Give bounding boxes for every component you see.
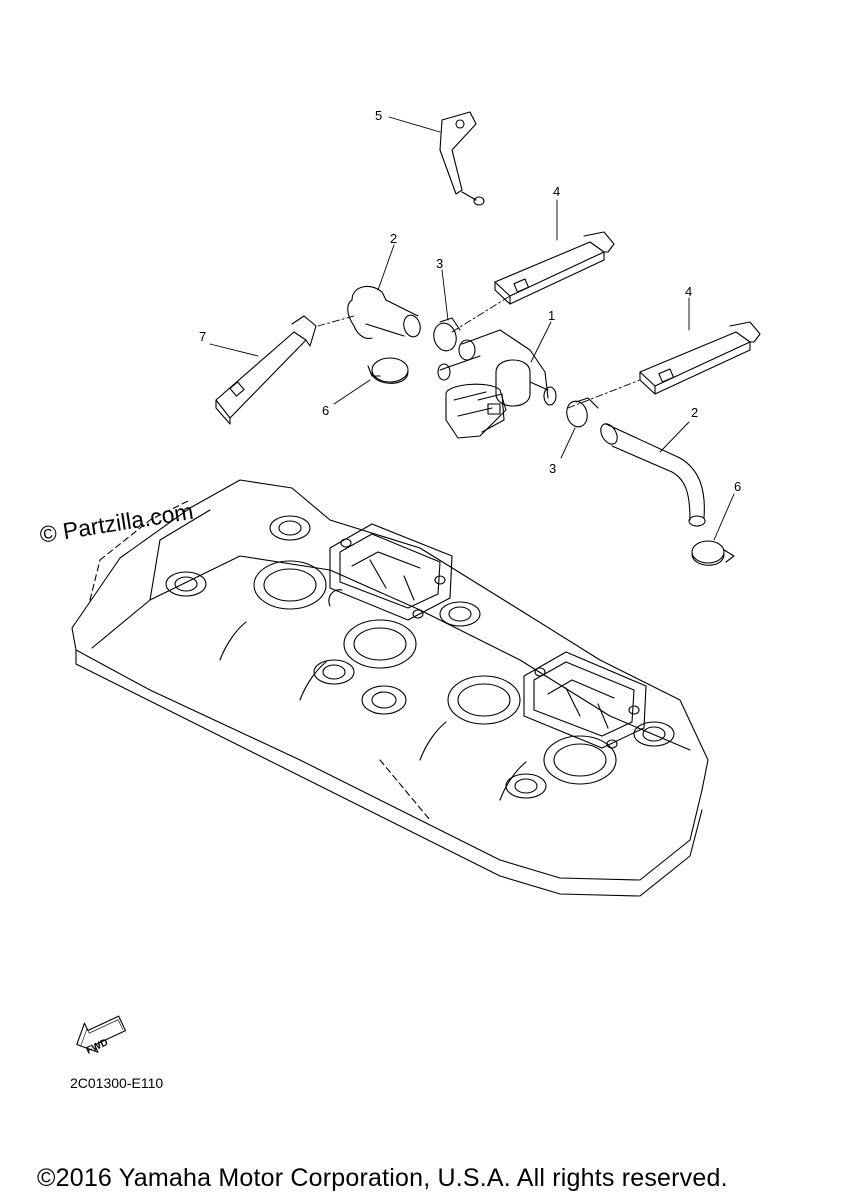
callout-7: 7 — [199, 329, 206, 344]
callout-3-lower: 3 — [549, 461, 556, 476]
assembly-lines — [317, 295, 641, 409]
callout-4-right: 4 — [685, 284, 692, 299]
part-7-strip — [215, 315, 317, 425]
diagram-code: 2C01300-E110 — [70, 1075, 164, 1091]
part-4-strip-right — [639, 321, 761, 395]
callout-5: 5 — [375, 108, 382, 123]
part-3-clamp-lower — [566, 397, 599, 428]
part-4-strip-upper — [494, 231, 615, 305]
callout-2-right: 2 — [691, 405, 698, 420]
cylinder-head-cover — [71, 479, 709, 897]
callout-6-left: 6 — [322, 403, 329, 418]
copyright-notice: ©2016 Yamaha Motor Corporation, U.S.A. A… — [37, 1164, 728, 1192]
fwd-arrow-icon — [76, 1015, 127, 1053]
part-6-clamp-right — [691, 540, 735, 566]
part-2-hose-left — [347, 285, 421, 340]
callout-6-right: 6 — [734, 479, 741, 494]
part-6-clamp-left — [367, 357, 409, 384]
fwd-label: FWD — [85, 1037, 110, 1057]
part-3-clamp-upper — [433, 317, 461, 352]
part-1-valve — [437, 329, 557, 439]
part-2-hose-right — [600, 423, 706, 527]
part-5-bracket — [439, 111, 485, 206]
callout-2-upper: 2 — [390, 231, 397, 246]
callout-3-upper: 3 — [436, 256, 443, 271]
leader-lines — [209, 116, 735, 541]
callout-4-upper: 4 — [553, 184, 560, 199]
callout-1: 1 — [548, 308, 555, 323]
callouts: 5 4 2 3 4 1 7 6 2 3 6 — [199, 108, 741, 494]
